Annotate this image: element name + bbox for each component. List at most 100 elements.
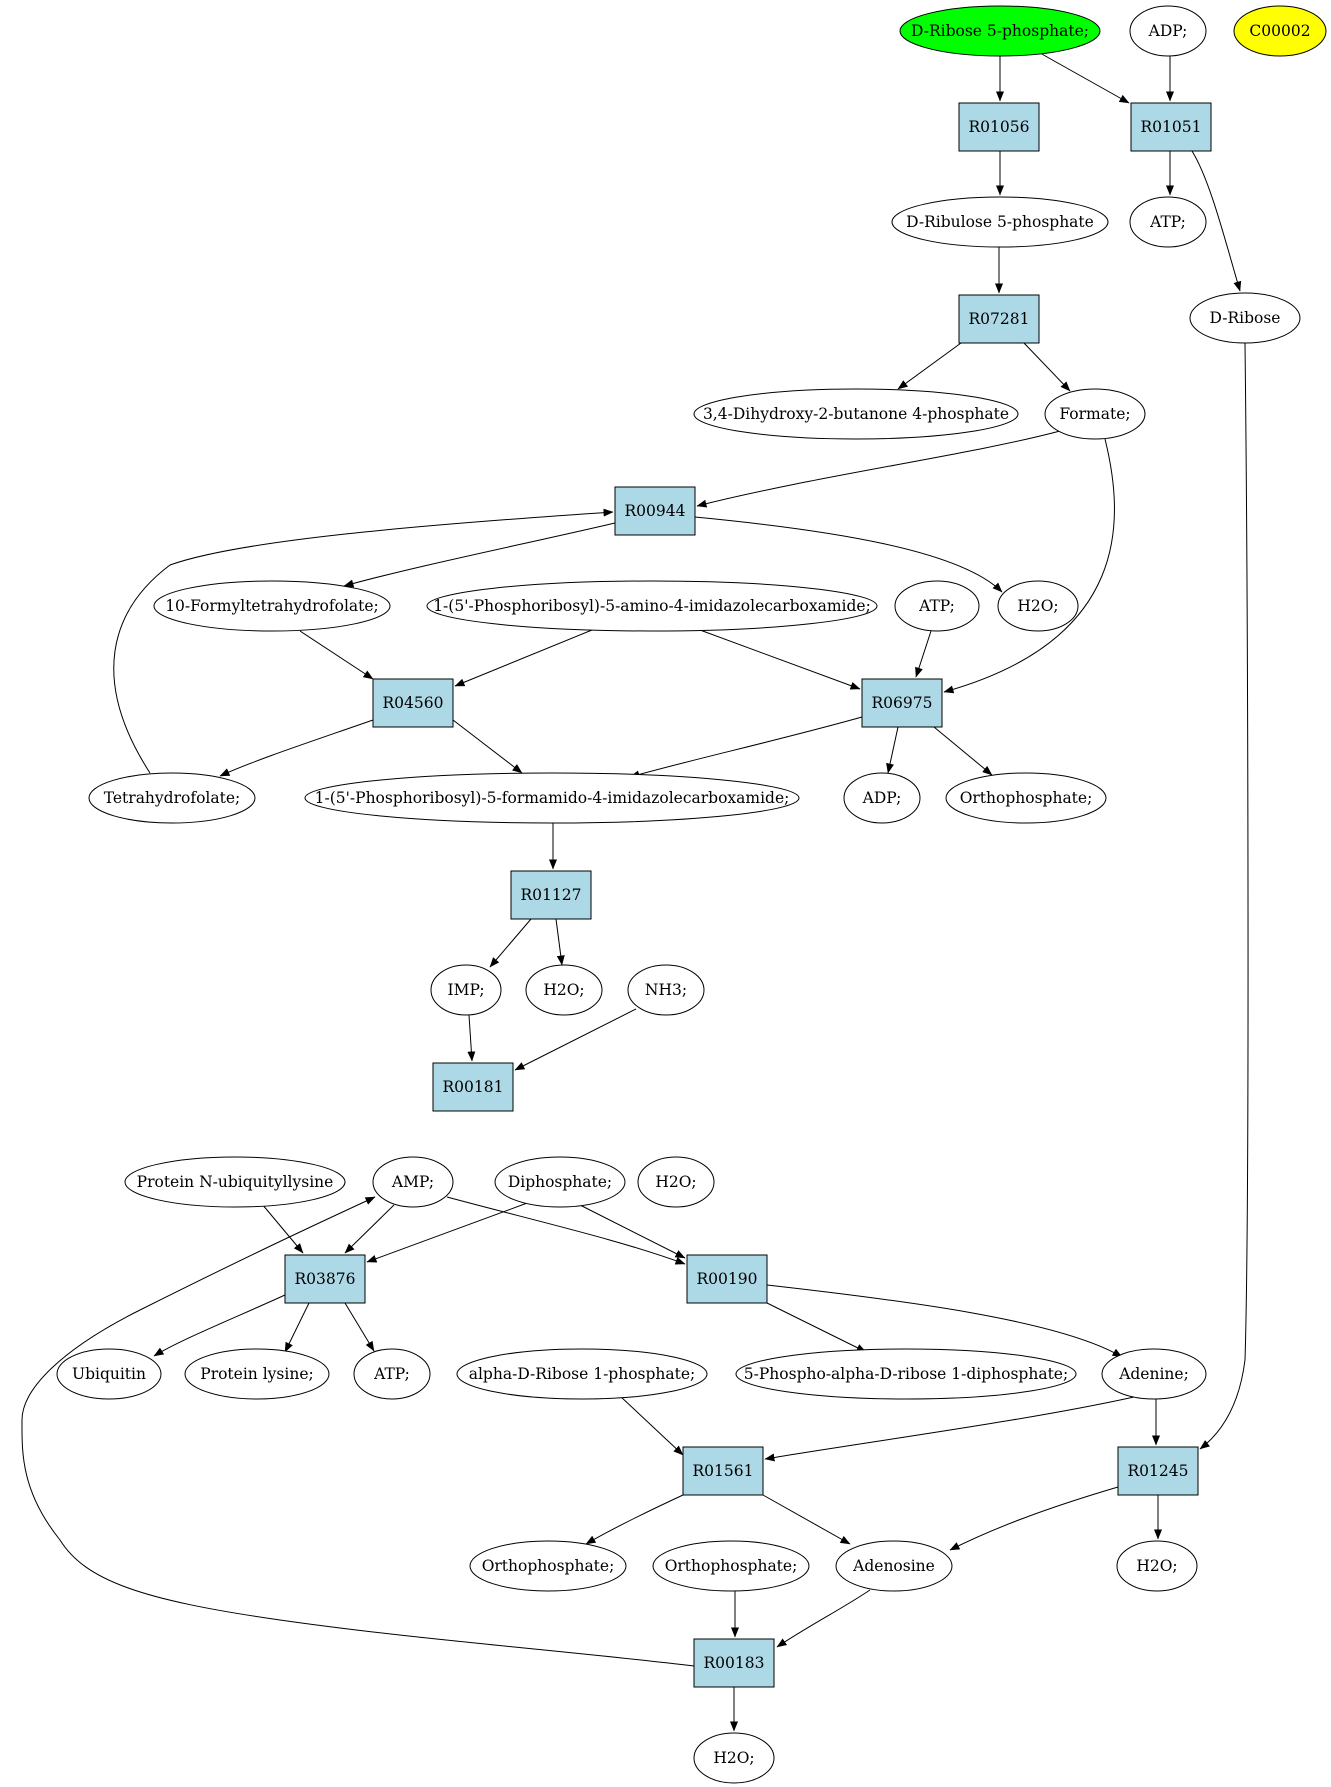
compound-node-atp_mid[interactable]: ATP; <box>894 580 980 632</box>
compound-node-fthf[interactable]: 10-Formyltetrahydrofolate; <box>153 580 391 632</box>
compound-node-h2o_c[interactable]: H2O; <box>637 1156 715 1208</box>
compound-label: D-Ribose 5-phosphate; <box>911 22 1089 40</box>
compound-node-protubq[interactable]: Protein N-ubiquityllysine <box>124 1156 346 1208</box>
edge-c_imp-to-r_R00181 <box>467 1014 476 1062</box>
compound-node-ppi[interactable]: Diphosphate; <box>494 1156 626 1208</box>
compound-label: NH3; <box>645 981 687 999</box>
reaction-node-r00181[interactable]: R00181 <box>432 1062 514 1112</box>
reaction-node-r00183[interactable]: R00183 <box>693 1638 775 1688</box>
reaction-node-r04560[interactable]: R04560 <box>372 678 454 728</box>
compound-node-h2o_b[interactable]: H2O; <box>525 964 603 1016</box>
compound-node-amp[interactable]: AMP; <box>372 1156 454 1208</box>
compound-node-ar1p[interactable]: alpha-D-Ribose 1-phosphate; <box>456 1348 708 1400</box>
edge-r_R00181-to-c_h2o_c <box>344 1204 395 1254</box>
compound-node-pi_mid[interactable]: Orthophosphate; <box>945 772 1107 824</box>
edge-r_R00944-to-c_fthf <box>343 522 616 588</box>
compound-node-pi_low2[interactable]: Orthophosphate; <box>652 1540 810 1592</box>
compound-ellipse <box>124 1156 346 1208</box>
compound-label: D-Ribose <box>1210 309 1281 327</box>
reaction-label: R07281 <box>969 310 1030 328</box>
compound-ellipse <box>894 580 980 632</box>
reaction-node-r01051[interactable]: R01051 <box>1130 102 1212 152</box>
compound-label: Orthophosphate; <box>960 789 1093 807</box>
compound-node-adp_top[interactable]: ADP; <box>1129 5 1207 57</box>
edge-r_R01561-to-c_pi_low1 <box>949 1486 1119 1551</box>
reaction-label: R00183 <box>704 1654 765 1672</box>
compound-label: Adenosine <box>852 1557 935 1575</box>
edge-r_R01127-to-c_imp <box>489 918 532 968</box>
compound-node-adenine[interactable]: Adenine; <box>1101 1348 1207 1400</box>
edge-r_R04560-to-c_faicar <box>452 719 523 774</box>
reaction-node-r01056[interactable]: R01056 <box>958 102 1040 152</box>
compound-node-adenosine[interactable]: Adenosine <box>835 1540 953 1592</box>
compound-label: ATP; <box>918 597 955 615</box>
edge-r_R03876-to-c_protlys <box>766 1302 867 1353</box>
edge-r_R07281-to-c_formate <box>1023 342 1071 392</box>
compound-label: C00002 <box>1249 22 1310 40</box>
edge-c_ppi-to-r_R03876 <box>579 1204 686 1259</box>
compound-label: Formate; <box>1059 405 1130 423</box>
edge-c_ribose-to-r_R01245 <box>762 1494 851 1545</box>
compound-ellipse <box>494 1156 626 1208</box>
compound-label: ADP; <box>1148 22 1188 40</box>
compound-node-aicar[interactable]: 1-(5'-Phosphoribosyl)-5-amino-4-imidazol… <box>426 580 878 632</box>
compound-ellipse <box>1189 292 1301 344</box>
compound-node-h2o_d[interactable]: H2O; <box>1116 1540 1198 1592</box>
compound-ellipse <box>456 1348 708 1400</box>
edge-r_R04560-to-c_thf <box>219 719 374 777</box>
edge-r_R01051-to-c_ribose <box>1191 150 1242 292</box>
compound-node-imp[interactable]: IMP; <box>430 964 502 1016</box>
compound-node-atp_top[interactable]: ATP; <box>1129 196 1207 248</box>
compound-node-dhbp[interactable]: 3,4-Dihydroxy-2-butanone 4-phosphate <box>693 388 1019 440</box>
reaction-label: R06975 <box>872 694 933 712</box>
reaction-node-r00190[interactable]: R00190 <box>686 1254 768 1304</box>
reaction-node-r01245[interactable]: R01245 <box>1117 1446 1199 1496</box>
compound-node-r5p[interactable]: D-Ribose 5-phosphate; <box>899 5 1101 57</box>
reaction-node-r06975[interactable]: R06975 <box>861 678 943 728</box>
compound-node-prpp[interactable]: 5-Phospho-alpha-D-ribose 1-diphosphate; <box>735 1348 1077 1400</box>
compound-ellipse <box>899 5 1101 57</box>
compound-ellipse <box>184 1348 330 1400</box>
compound-node-protlys[interactable]: Protein lysine; <box>184 1348 330 1400</box>
reaction-node-r07281[interactable]: R07281 <box>958 294 1040 344</box>
compound-node-atp_low[interactable]: ATP; <box>353 1348 431 1400</box>
edge-r_R06975-to-c_pi_mid <box>933 726 993 776</box>
compound-ellipse <box>693 1732 775 1784</box>
compound-node-c00002[interactable]: C00002 <box>1233 5 1327 57</box>
reaction-box <box>1117 1446 1199 1496</box>
compound-node-thf[interactable]: Tetrahydrofolate; <box>88 772 256 824</box>
edge-c_thf-to-r_R00944 <box>113 508 614 774</box>
compound-label: 1-(5'-Phosphoribosyl)-5-formamido-4-imid… <box>315 789 790 807</box>
compound-ellipse <box>1233 5 1327 57</box>
compound-node-h2o_e[interactable]: H2O; <box>693 1732 775 1784</box>
compound-ellipse <box>525 964 603 1016</box>
compound-ellipse <box>637 1156 715 1208</box>
reaction-box <box>432 1062 514 1112</box>
compound-node-ribulose[interactable]: D-Ribulose 5-phosphate <box>891 196 1109 248</box>
compound-ellipse <box>1101 1348 1207 1400</box>
reaction-node-r01561[interactable]: R01561 <box>682 1446 764 1496</box>
compound-node-pi_low1[interactable]: Orthophosphate; <box>469 1540 627 1592</box>
edge-c_ppi-to-r_R00190 <box>284 1302 310 1353</box>
compound-label: Diphosphate; <box>508 1173 612 1191</box>
reaction-box <box>958 102 1040 152</box>
reaction-node-r01127[interactable]: R01127 <box>510 870 592 920</box>
compound-node-adp_mid[interactable]: ADP; <box>843 772 921 824</box>
edge-r_R00190-to-c_prpp <box>619 1395 684 1456</box>
compound-node-nh3[interactable]: NH3; <box>627 964 705 1016</box>
compound-node-faicar[interactable]: 1-(5'-Phosphoribosyl)-5-formamido-4-imid… <box>304 772 800 824</box>
reaction-node-r00944[interactable]: R00944 <box>614 486 696 536</box>
compound-node-formate[interactable]: Formate; <box>1044 388 1146 440</box>
edge-r_R06975-to-c_faicar <box>629 716 863 779</box>
edge-c_formate-to-r_R00944 <box>696 430 1061 508</box>
compound-label: AMP; <box>391 1173 434 1191</box>
compound-label: 1-(5'-Phosphoribosyl)-5-amino-4-imidazol… <box>433 597 871 615</box>
compound-node-ubiquitin[interactable]: Ubiquitin <box>56 1348 162 1400</box>
compound-node-ribose[interactable]: D-Ribose <box>1189 292 1301 344</box>
compound-node-h2o_a[interactable]: H2O; <box>997 580 1079 632</box>
edges-layer <box>22 53 1248 1731</box>
compound-ellipse <box>1129 5 1207 57</box>
reaction-box <box>284 1254 366 1304</box>
compound-ellipse <box>835 1540 953 1592</box>
reaction-node-r03876[interactable]: R03876 <box>284 1254 366 1304</box>
